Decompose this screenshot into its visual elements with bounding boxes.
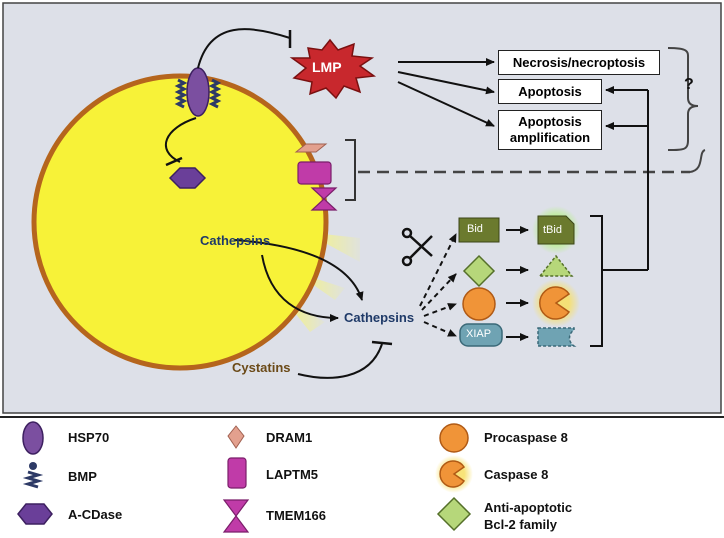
legend-bcl2-label-line2: Bcl-2 family bbox=[484, 517, 557, 532]
tbid-label: tBid bbox=[543, 224, 562, 236]
amplification-label-line2: amplification bbox=[509, 130, 591, 145]
hsp70-bmp-complex bbox=[174, 67, 222, 117]
scissors-icon bbox=[401, 227, 433, 267]
tmem166-shape bbox=[310, 187, 338, 211]
arrow-release bbox=[234, 239, 364, 301]
legend-laptm5-label: LAPTM5 bbox=[266, 467, 318, 482]
xiap-label: XIAP bbox=[466, 328, 492, 340]
legend-bcl2-label-line1: Anti-apoptotic bbox=[484, 500, 573, 515]
legend-hsp70-icon bbox=[22, 421, 44, 455]
lmp-label: LMP bbox=[312, 59, 342, 75]
cleavage-arrow-procaspase bbox=[423, 303, 457, 317]
bcl2-diamond bbox=[462, 254, 496, 288]
legend-bcl2-label: Anti-apoptotic Bcl-2 family bbox=[484, 499, 572, 533]
necrosis-label: Necrosis/necroptosis bbox=[512, 54, 646, 70]
dram1-shape bbox=[294, 143, 328, 153]
cathepsins-lysosomal-label: Cathepsins bbox=[200, 233, 271, 248]
legend-bmp-icon bbox=[22, 462, 44, 489]
cystatins-label: Cystatins bbox=[232, 360, 291, 375]
apoptosis-label: Apoptosis bbox=[518, 83, 582, 99]
legend-dram1-icon bbox=[227, 425, 245, 449]
cleavage-arrow-xiap bbox=[423, 321, 457, 337]
legend-caspase8-label: Caspase 8 bbox=[484, 467, 549, 482]
inhibition-arrow bbox=[297, 343, 383, 379]
inhibition-arrow bbox=[164, 117, 197, 163]
products-bracket bbox=[590, 215, 603, 347]
legend-dram1-label: DRAM1 bbox=[266, 430, 313, 445]
xiap-box bbox=[459, 323, 503, 347]
legend-acdase-icon bbox=[17, 503, 53, 525]
arrow-apoptosis bbox=[397, 71, 495, 95]
laptm5-shape bbox=[297, 161, 332, 185]
cleaved-xiap bbox=[537, 327, 577, 347]
arrow-release bbox=[261, 254, 339, 322]
legend-tmem166-label: TMEM166 bbox=[266, 508, 326, 523]
lysosome bbox=[31, 73, 329, 371]
legend-laptm5-icon bbox=[227, 457, 247, 489]
legend-acdase-label: A-CDase bbox=[68, 507, 123, 522]
legend-procaspase8-icon bbox=[439, 423, 469, 453]
bid-label: Bid bbox=[467, 223, 483, 235]
legend-bcl2-icon bbox=[436, 496, 472, 532]
necrosis-box: Necrosis/necroptosis bbox=[498, 50, 660, 75]
apoptosis-box: Apoptosis bbox=[498, 79, 602, 104]
amplification-box: Apoptosis amplification bbox=[498, 110, 602, 150]
cleavage-arrow-bid bbox=[419, 233, 457, 307]
cathepsins-cytosolic-label: Cathepsins bbox=[344, 310, 415, 325]
outcome-brace bbox=[667, 47, 699, 151]
cleaved-bcl2 bbox=[538, 254, 574, 277]
question-mark: ? bbox=[684, 76, 694, 93]
legend-bmp-label: BMP bbox=[68, 469, 97, 484]
caspase8-pacman bbox=[539, 286, 571, 320]
inhibition-arrow bbox=[197, 28, 291, 69]
legend-caspase8-icon bbox=[439, 460, 466, 488]
legend-procaspase8-label: Procaspase 8 bbox=[484, 430, 568, 445]
lmp-burst bbox=[289, 38, 377, 100]
amplification-label-line1: Apoptosis bbox=[518, 114, 582, 129]
acdase-hexagon bbox=[168, 167, 207, 189]
arrow-amplification bbox=[397, 81, 495, 127]
procaspase8-circle bbox=[462, 287, 496, 321]
tbid-box bbox=[537, 215, 575, 245]
bid-box bbox=[458, 217, 500, 243]
legend-tmem166-icon bbox=[222, 499, 250, 533]
legend-hsp70-label: HSP70 bbox=[68, 430, 110, 445]
